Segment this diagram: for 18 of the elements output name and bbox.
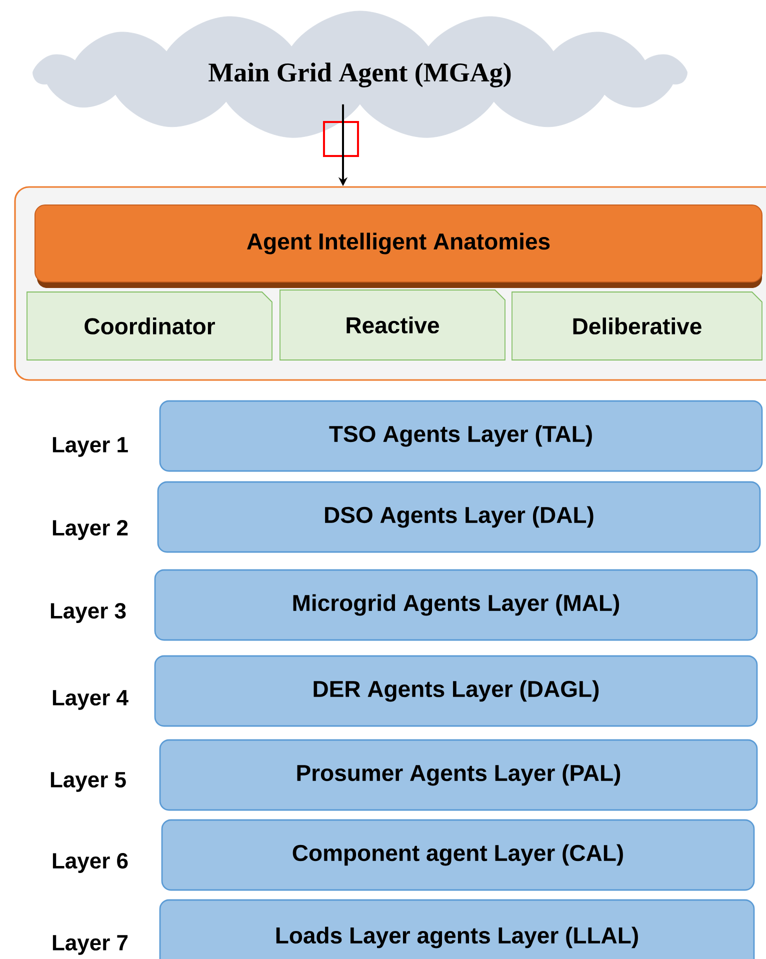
- layer-label: Layer 2: [52, 520, 128, 540]
- layer-box: Component agent Layer (CAL): [161, 819, 755, 891]
- title-bar: Agent Intelligent Anatomies: [34, 204, 762, 288]
- layer-label: Layer 1: [52, 437, 128, 457]
- layer-label: Layer 5: [50, 772, 126, 792]
- layer-label: Layer 6: [52, 853, 128, 873]
- layer-box: Loads Layer agents Layer (LLAL): [159, 899, 755, 959]
- layer-box: TSO Agents Layer (TAL): [159, 400, 763, 472]
- tab-box: Reactive: [280, 290, 506, 360]
- layer-box: DSO Agents Layer (DAL): [157, 481, 761, 553]
- layer-box: DER Agents Layer (DAGL): [154, 655, 758, 727]
- layer-label: Layer 3: [50, 603, 126, 623]
- tab-box: Coordinator: [26, 292, 272, 360]
- layer-label: Layer 4: [52, 690, 128, 710]
- tab-box: Deliberative: [512, 292, 762, 360]
- layer-label: Layer 7: [52, 935, 128, 955]
- layer-box: Prosumer Agents Layer (PAL): [159, 739, 758, 811]
- layer-box: Microgrid Agents Layer (MAL): [154, 569, 758, 641]
